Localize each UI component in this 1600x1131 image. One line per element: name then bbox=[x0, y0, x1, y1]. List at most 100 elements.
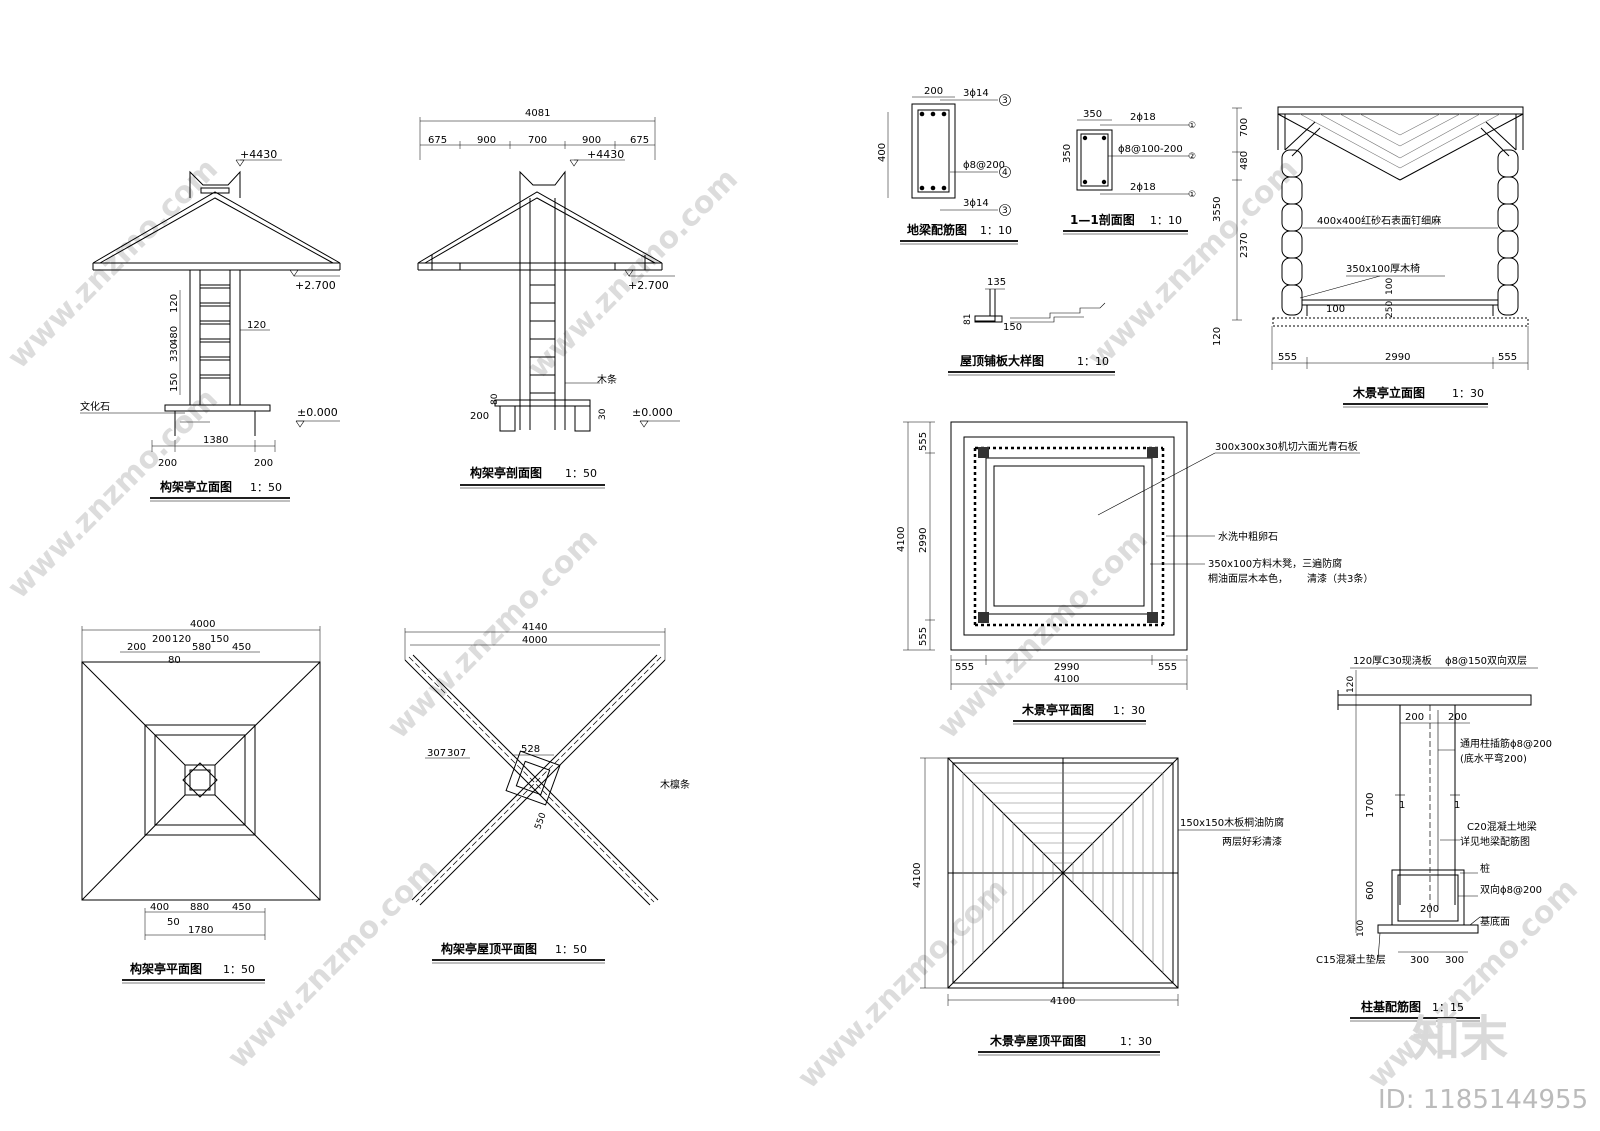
section-rungs bbox=[530, 284, 555, 394]
plank-dim-81: 81 bbox=[963, 314, 973, 325]
plank-dim-135: 135 bbox=[987, 277, 1006, 288]
wplan-dim-4100h: 4100 bbox=[1054, 674, 1079, 685]
label-culture-stone: 文化石 bbox=[80, 400, 110, 413]
label-column-finish: 400x400红砂石表面钉细麻 bbox=[1317, 214, 1441, 227]
pavilion-roof-plan: 4140 4000 307 307 528 550 木檩条 构架亭屋顶平面图 1… bbox=[404, 622, 690, 964]
beam-callout-2: 4 bbox=[1002, 168, 1008, 178]
foot-note-beam: C20混凝土地梁 bbox=[1467, 820, 1537, 833]
dim-200: 200 bbox=[470, 411, 489, 422]
wplan-dim-555d: 555 bbox=[1158, 662, 1177, 673]
beam-rebar-top: 3ϕ14 bbox=[963, 88, 989, 99]
dim-80: 80 bbox=[490, 393, 500, 405]
title-wood-plan: 木景亭平面图 bbox=[1021, 702, 1094, 717]
beam-rebar-stirrup: ϕ8@200 bbox=[963, 160, 1005, 171]
dim-4081: 4081 bbox=[525, 108, 550, 119]
beam-dim-200: 200 bbox=[924, 86, 943, 97]
roof-hatch bbox=[1299, 113, 1501, 169]
dim-150: 150 bbox=[169, 373, 180, 392]
welev-dim-480: 480 bbox=[1239, 151, 1250, 170]
plan-dim-1780: 1780 bbox=[188, 925, 213, 936]
label-wood-strip: 木条 bbox=[597, 373, 617, 386]
title-column-footing: 柱基配筋图 bbox=[1361, 999, 1421, 1014]
dim-700: 700 bbox=[528, 135, 547, 146]
label-purlin: 木檩条 bbox=[660, 778, 690, 791]
sec11-callout-3: ① bbox=[1188, 190, 1196, 200]
foot-dim-300a: 300 bbox=[1410, 955, 1429, 966]
wood-pavilion-plan: 555 2990 555 4100 555 2990 555 4100 300x… bbox=[896, 421, 1373, 725]
plan-dim-450: 450 bbox=[232, 642, 251, 653]
scale-roof-plan: 1：50 bbox=[555, 943, 587, 956]
beam-callout-1: 3 bbox=[1002, 96, 1008, 106]
scale-pavilion-plan: 1：50 bbox=[223, 963, 255, 976]
beam-rebar-bottom: 3ϕ14 bbox=[963, 198, 989, 209]
plan-dim-50: 50 bbox=[167, 917, 180, 928]
note-stone-slab: 300x300x30机切六面光青石板 bbox=[1215, 440, 1358, 453]
foot-dim-1700: 1700 bbox=[1365, 793, 1376, 818]
pavilion-section: 4081 675 900 700 900 675 bbox=[417, 108, 680, 489]
plan-dim-200a: 200 bbox=[127, 642, 146, 653]
section-1-1: 350 350 2ϕ18 ① ϕ8@100-200 ② 2ϕ18 ① 1—1剖面… bbox=[1062, 109, 1196, 235]
roof-dim-4000: 4000 bbox=[522, 635, 547, 646]
foot-note-dowel: 通用柱插筋ϕ8@200 bbox=[1460, 737, 1552, 750]
dim-120: 120 bbox=[169, 294, 180, 313]
roof-plank-detail: 135 81 150 屋顶铺板大样图 1：10 bbox=[948, 277, 1115, 376]
welev-dim-2370: 2370 bbox=[1239, 233, 1250, 258]
welev-dim-555b: 555 bbox=[1498, 352, 1517, 363]
plan-dim-150: 150 bbox=[210, 634, 229, 645]
plan-dim-400: 400 bbox=[150, 902, 169, 913]
roof-dim-307b: 307 bbox=[447, 748, 466, 759]
title-wood-elevation: 木景亭立面图 bbox=[1352, 385, 1425, 400]
welev-dim-100: 100 bbox=[1385, 278, 1395, 295]
wood-roof-plan: 4100 4100 150x150木板桐油防腐 两层好彩清漆 木景亭屋顶平面图 … bbox=[912, 757, 1284, 1056]
foot-dim-300b: 300 bbox=[1445, 955, 1464, 966]
dim-30: 30 bbox=[598, 408, 608, 420]
column-footing-rebar: 120厚C30现浇板 ϕ8@150双向双层 120 200 200 1700 1… bbox=[1316, 654, 1552, 1022]
dim-1380: 1380 bbox=[203, 435, 228, 446]
scale-ground-beam: 1：10 bbox=[980, 224, 1012, 237]
foot-note-cushion: C15混凝土垫层 bbox=[1316, 953, 1386, 966]
note-pebble: 水洗中粗卵石 bbox=[1218, 530, 1278, 543]
foot-note-base: 基底面 bbox=[1480, 915, 1510, 928]
ladder-rungs bbox=[200, 284, 230, 379]
sec-elev-ground: ±0.000 bbox=[632, 406, 673, 419]
dim-330: 330 bbox=[169, 343, 180, 362]
note-bench-2: 桐油面层木本色， bbox=[1208, 572, 1288, 585]
welev-dim-2990: 2990 bbox=[1385, 352, 1410, 363]
foot-dim-200c: 200 bbox=[1420, 904, 1439, 915]
plan-dim-80: 80 bbox=[168, 655, 181, 666]
right-column bbox=[1497, 149, 1519, 316]
sec11-rebar-bottom: 2ϕ18 bbox=[1130, 182, 1156, 193]
dim-675a: 675 bbox=[428, 135, 447, 146]
wroof-dim-4100h: 4100 bbox=[1050, 996, 1075, 1007]
foot-note-dowel-bend: (底水平弯200) bbox=[1460, 752, 1527, 765]
pavilion-elevation: 120 480 330 150 120 +4430 +2.700 ±0.000 … bbox=[80, 148, 341, 502]
watermark: www.znzmo.com bbox=[791, 872, 1015, 1096]
dim-480: 480 bbox=[169, 326, 180, 345]
foot-note-slab: 120厚C30现浇板 bbox=[1353, 654, 1432, 667]
foot-dim-120: 120 bbox=[1346, 676, 1356, 693]
sec11-rebar-top: 2ϕ18 bbox=[1130, 112, 1156, 123]
sec11-dim-350b: 350 bbox=[1062, 144, 1073, 163]
wood-pavilion-elevation: 700 480 3550 2370 120 bbox=[1212, 106, 1529, 408]
note-roof-board-2: 两层好彩清漆 bbox=[1222, 835, 1282, 848]
foot-note-bidirectional: 双向ϕ8@200 bbox=[1480, 883, 1542, 896]
foot-section-1a: 1 bbox=[1399, 800, 1405, 811]
dim-900a: 900 bbox=[477, 135, 496, 146]
title-ground-beam: 地梁配筋图 bbox=[907, 222, 967, 237]
scale-pavilion-section: 1：50 bbox=[565, 467, 597, 480]
welev-dim-100b: 100 bbox=[1326, 304, 1345, 315]
foot-dim-200b: 200 bbox=[1448, 712, 1467, 723]
note-roof-board-1: 150x150木板桐油防腐 bbox=[1180, 816, 1284, 829]
title-pavilion-elevation: 构架亭立面图 bbox=[160, 479, 232, 494]
watermark: www.znzmo.com bbox=[1081, 152, 1305, 376]
sec11-dim-350a: 350 bbox=[1083, 109, 1102, 120]
elev-top: +4430 bbox=[240, 148, 277, 161]
sec11-callout-1: ① bbox=[1188, 121, 1196, 131]
sec11-callout-2: ② bbox=[1188, 152, 1196, 162]
dim-900b: 900 bbox=[582, 135, 601, 146]
roof-dim-307a: 307 bbox=[427, 748, 446, 759]
sec-elev-eave: +2.700 bbox=[628, 279, 669, 292]
wplan-dim-555c: 555 bbox=[955, 662, 974, 673]
